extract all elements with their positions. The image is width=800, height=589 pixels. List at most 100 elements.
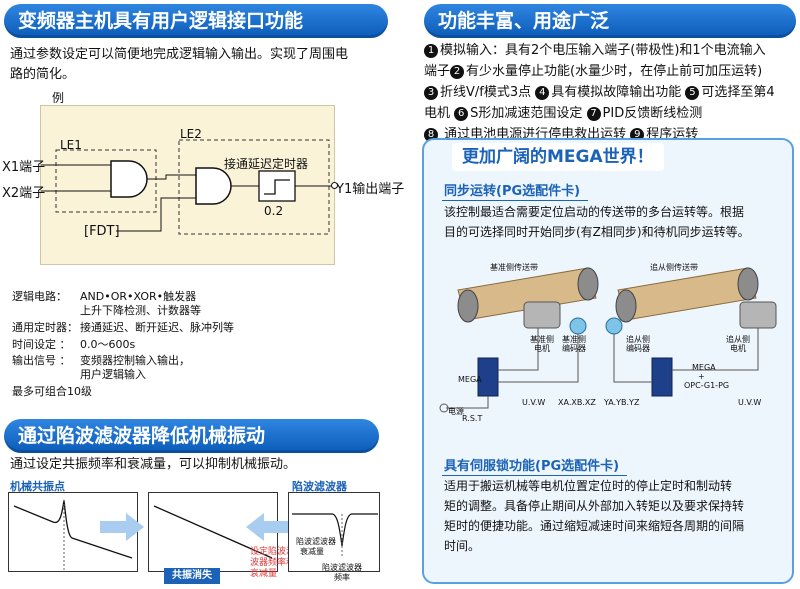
le2-label: LE2 (180, 127, 202, 141)
logic-diagram-svg (41, 139, 335, 235)
section-header-features: 功能丰富、用途广泛 (424, 4, 796, 38)
feature-text-4: 具有模拟故障输出功能 (551, 85, 686, 100)
feature-num-2: 2 (450, 65, 465, 79)
sync-desc-line2: 目的可选择同时开始同步(有Z相同步)和待机同步运转等。 (444, 225, 750, 239)
section-header-notch: 通过陷波滤波器降低机械振动 (4, 419, 379, 453)
freq-label-1: 陷波滤波器 (322, 563, 362, 572)
mega-title: 更加广阔的MEGA世界！ (452, 143, 664, 171)
logic-desc-line2: 路的简化。 (10, 67, 76, 82)
slave-belt-label: 追从侧传送带 (650, 263, 698, 272)
feature-text-7: PID反馈断线检测 (602, 106, 703, 121)
mega-right-label-1: MEGA (692, 363, 716, 372)
setting-label-1: 设定陷波滤 (250, 547, 296, 557)
slave-pulley-left (615, 289, 637, 323)
encoder-wire-a (498, 334, 579, 383)
spec-max-levels: 最多可组合10级 (12, 385, 92, 398)
spec-output-value-1: 变频器控制输入输出， (80, 354, 190, 367)
spec-output-value-2: 用户逻辑输入 (80, 368, 146, 381)
rst-label: R.S.T (462, 414, 483, 423)
setting-label-2: 波器频率和 (250, 558, 296, 568)
timer-box (258, 170, 296, 202)
arrow-right-icon (100, 513, 144, 541)
master-motor-label-1: 基准侧 (530, 335, 554, 344)
encoder-wire-b (613, 334, 652, 383)
master-pulley-right (577, 267, 599, 301)
master-belt-label: 基准侧传送带 (490, 263, 538, 272)
section-header-logic: 变频器主机具有用户逻辑接口功能 (4, 4, 388, 38)
result-badge: 共振消失 (164, 568, 220, 584)
x2-terminal-label: X2端子 (2, 186, 46, 201)
timer-label: 接通延迟定时器 (224, 157, 309, 171)
feature-text-2a: 端子 (424, 64, 451, 79)
spec-timer-value: 接通延迟、断开延迟、脉冲列等 (80, 321, 234, 334)
notch-desc: 通过设定共振频率和衰减量，可以抑制机械振动。 (10, 457, 297, 472)
timer-value: 0.2 (264, 204, 284, 218)
sync-desc-line1: 该控制最适合需要定位启动的传送带的多台运转等。根据 (444, 205, 745, 219)
master-encoder-label-2: 编码器 (562, 344, 586, 353)
notch-chart (288, 492, 380, 572)
slave-motor (739, 301, 777, 329)
fdt-label: [FDT] (84, 224, 120, 239)
feature-text-1: 模拟输入：具有2个电压输入端子(带极性)和1个电流输入 (440, 43, 766, 58)
power-wire (446, 396, 489, 409)
feature-text-5: 可选择至第4 (701, 85, 775, 100)
fdt-wire (116, 197, 196, 232)
encoder-ya-label: YA.YB.YZ (604, 398, 640, 407)
slave-belt (617, 267, 757, 321)
power-label: 电源 (448, 407, 464, 416)
le2-box (178, 139, 330, 235)
servo-desc-line3: 矩时的便捷功能。通过缩短减速时间来缩短各周期的间隔 (444, 519, 745, 533)
section-title-notch: 通过陷波滤波器降低机械振动 (18, 425, 266, 447)
feature-num-1: 1 (424, 44, 438, 58)
mega-right-label-2: + (698, 372, 705, 381)
master-motor-wire (498, 328, 539, 371)
servo-desc-line1: 适用于搬运机械等电机位置定位时的停止定时和制动转 (444, 479, 733, 493)
master-motor (523, 301, 561, 329)
slave-encoder-label-1: 追从侧 (626, 335, 650, 344)
power-source-icon (439, 403, 449, 413)
result-badge-text: 共振消失 (172, 570, 212, 581)
feature-num-6: 6 (454, 107, 469, 121)
slave-pulley-right (737, 267, 759, 301)
slave-motor-wire (672, 328, 759, 371)
master-pulley-left (457, 289, 479, 323)
le1-box (55, 149, 157, 213)
slave-encoder-label-2: 编码器 (626, 344, 650, 353)
x1-terminal-label: X1端子 (2, 160, 46, 175)
freq-label-2: 频率 (334, 573, 350, 582)
spec-time-value: 0.0～600s (80, 338, 136, 351)
feature-text-6: S形加减速范围设定 (470, 106, 587, 121)
resonance-point-label: 机械共振点 (10, 480, 65, 493)
logic-desc-line1: 通过参数设定可以简便地完成逻辑输入输出。实现了周围电 (10, 47, 349, 62)
uvw-left-label: U.V.W (522, 398, 546, 407)
spec-time-key: 时间设定 ： (12, 338, 71, 351)
arrow-left-icon (246, 513, 290, 541)
feature-text-3: 折线V/f模式3点 (440, 85, 536, 100)
feature-num-4: 4 (535, 86, 550, 100)
spec-logic-key: 逻辑电路： (12, 290, 67, 303)
atten-label-2: 衰减量 (300, 547, 324, 556)
y1-terminal-dot (331, 182, 338, 189)
master-motor-label-2: 电机 (534, 344, 550, 353)
conveyor-diagram (439, 267, 777, 413)
atten-label-1: 陷波滤波器 (296, 537, 336, 546)
feature-num-3: 3 (424, 86, 438, 100)
slave-motor-label-2: 电机 (730, 344, 746, 353)
logic-diagram (40, 105, 335, 265)
setting-label-3: 衰减量 (250, 569, 278, 579)
master-encoder (569, 317, 587, 335)
section-title-logic: 变频器主机具有用户逻辑接口功能 (18, 10, 304, 32)
uvw-right-label: U.V.W (738, 398, 762, 407)
spec-logic-value-1: AND•OR•XOR•触发器 (80, 290, 197, 303)
and-gate-2 (195, 167, 232, 205)
le1-label: LE1 (60, 138, 82, 152)
gate1-output-wire (147, 174, 196, 180)
feature-num-5: 5 (685, 86, 700, 100)
section-title-features: 功能丰富、用途广泛 (438, 10, 610, 32)
mega-inverter-right (651, 357, 673, 397)
sync-heading: 同步运转(PG选配件卡) (442, 180, 589, 201)
